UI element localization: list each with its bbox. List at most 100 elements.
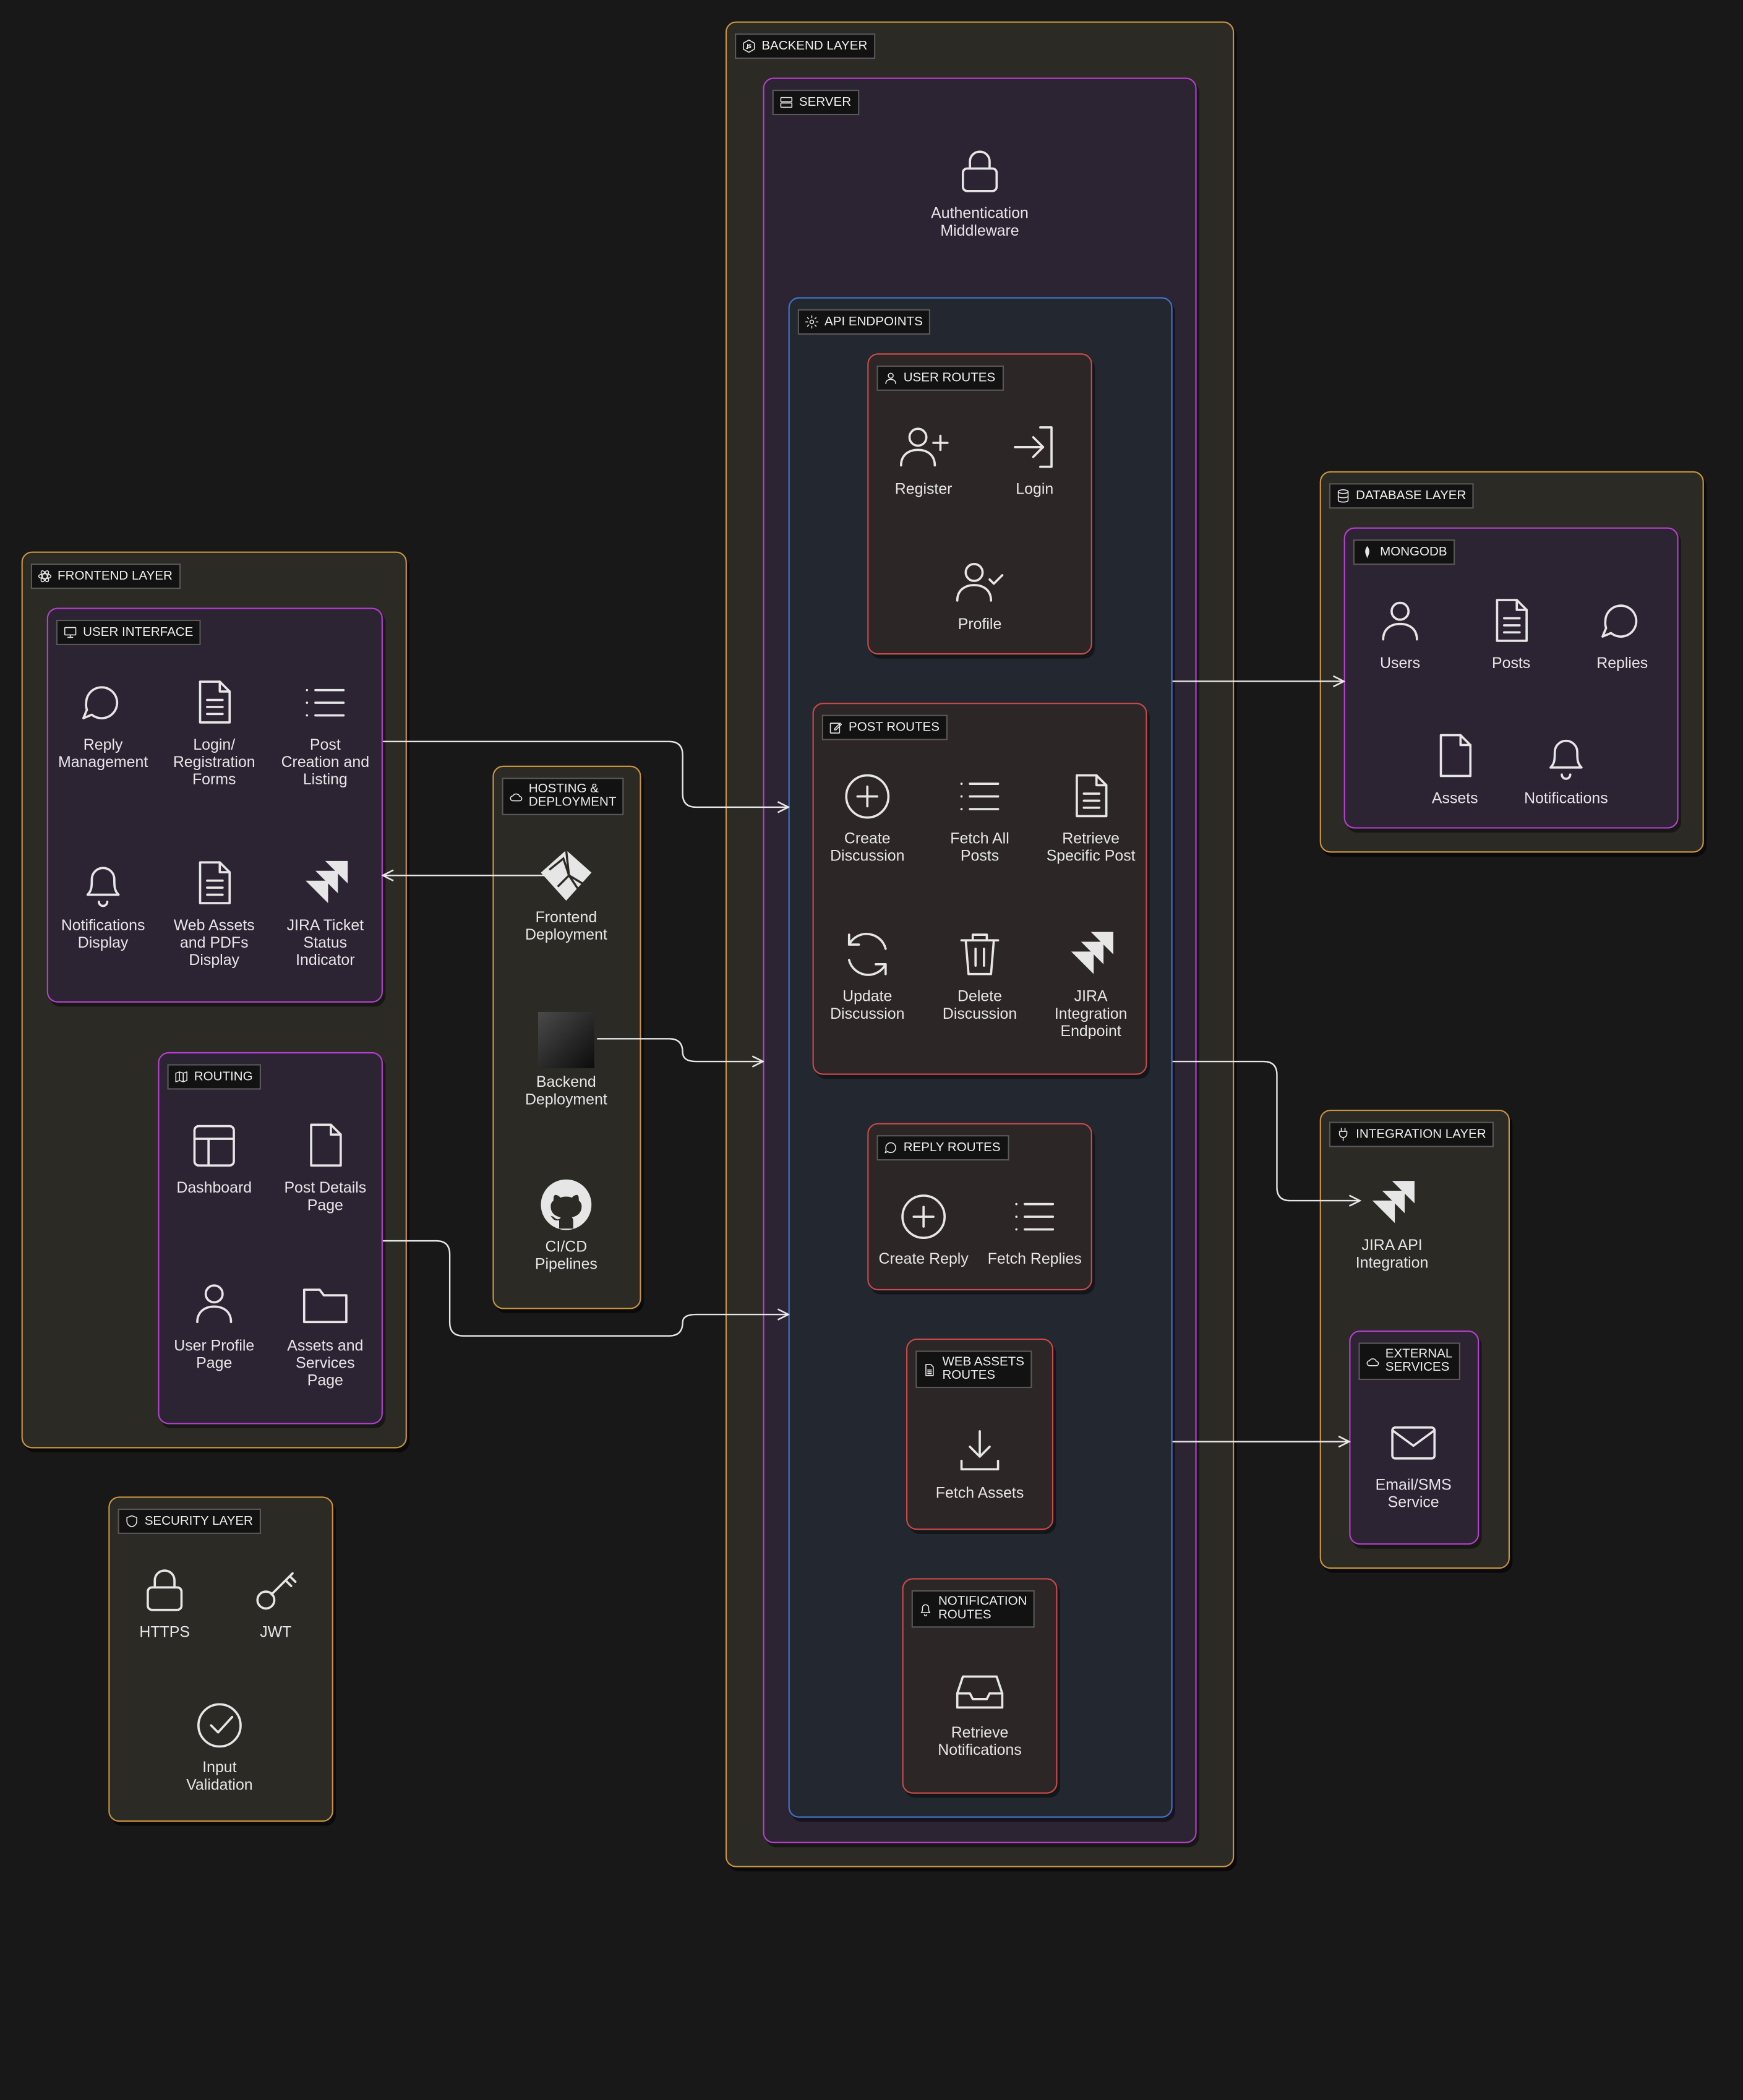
- user-icon: [1371, 591, 1429, 650]
- node-jira-ticket-status[interactable]: JIRA Ticket Status Indicator: [267, 854, 384, 971]
- node-posts-collection[interactable]: Posts: [1452, 591, 1570, 673]
- check-circle-icon: [190, 1696, 249, 1755]
- file-icon: [296, 1116, 354, 1175]
- web-assets-routes-group: WEB ASSETS ROUTES: [906, 1339, 1054, 1530]
- frontend-layer-title: FRONTEND LAYER: [30, 564, 181, 589]
- user-icon: [185, 1274, 244, 1333]
- node-delete-discussion[interactable]: Delete Discussion: [921, 925, 1039, 1024]
- plus-circle-icon: [838, 767, 897, 826]
- node-register[interactable]: Register: [865, 418, 982, 499]
- shield-icon: [124, 1514, 139, 1528]
- edge-routing-to-api: [382, 1240, 789, 1337]
- cloud-icon: [508, 789, 523, 804]
- user-plus-icon: [894, 418, 953, 476]
- gear-icon: [805, 315, 820, 330]
- node-post-creation-listing[interactable]: Post Creation and Listing: [267, 673, 384, 789]
- routing-title: ROUTING: [167, 1064, 261, 1090]
- node-post-details-page[interactable]: Post Details Page: [267, 1116, 384, 1215]
- message-icon: [1593, 591, 1651, 650]
- security-layer-title: SECURITY LAYER: [118, 1508, 261, 1534]
- node-notifications-display[interactable]: Notifications Display: [44, 854, 161, 953]
- mail-icon: [1384, 1413, 1443, 1472]
- server-icon: [779, 95, 794, 110]
- node-backend-deployment[interactable]: Backend Deployment: [507, 1011, 625, 1110]
- node-retrieve-specific-post[interactable]: Retrieve Specific Post: [1032, 767, 1149, 866]
- node-login-registration-forms[interactable]: Login/ Registration Forms: [155, 673, 273, 789]
- node-reply-management[interactable]: Reply Management: [44, 673, 161, 772]
- user-check-icon: [950, 553, 1009, 612]
- document-icon: [185, 854, 244, 913]
- mongodb-title: MONGODB: [1353, 539, 1455, 565]
- message-icon: [883, 1141, 898, 1155]
- login-icon: [1005, 418, 1064, 476]
- node-fetch-assets[interactable]: Fetch Assets: [921, 1421, 1039, 1503]
- node-frontend-deployment[interactable]: Frontend Deployment: [507, 846, 625, 945]
- node-profile[interactable]: Profile: [921, 553, 1039, 635]
- user-interface-group: USER INTERFACE: [46, 607, 383, 1003]
- document-icon: [922, 1362, 937, 1377]
- plug-icon: [1336, 1127, 1351, 1142]
- backend-layer-title: BACKEND LAYER: [735, 33, 876, 59]
- node-fetch-all-posts[interactable]: Fetch All Posts: [921, 767, 1039, 866]
- post-routes-title: POST ROUTES: [821, 714, 948, 740]
- node-assets-collection[interactable]: Assets: [1396, 727, 1514, 808]
- reply-routes-title: REPLY ROUTES: [876, 1135, 1009, 1161]
- database-layer-title: DATABASE LAYER: [1329, 483, 1475, 509]
- edit-icon: [829, 720, 844, 735]
- node-user-profile-page[interactable]: User Profile Page: [155, 1274, 273, 1373]
- hosting-title: HOSTING & DEPLOYMENT: [502, 778, 625, 815]
- lock-icon: [135, 1561, 194, 1619]
- routing-group: ROUTING: [158, 1052, 383, 1425]
- node-auth-middleware[interactable]: Authentication Middleware: [921, 142, 1039, 241]
- user-routes-title: USER ROUTES: [876, 365, 1004, 391]
- list-icon: [950, 767, 1009, 826]
- user-icon: [883, 371, 898, 385]
- map-icon: [174, 1069, 189, 1084]
- jira-icon: [1061, 925, 1120, 984]
- folder-icon: [296, 1274, 354, 1333]
- database-icon: [1336, 489, 1351, 504]
- node-assets-services-page[interactable]: Assets and Services Page: [267, 1274, 384, 1391]
- node-dashboard[interactable]: Dashboard: [155, 1116, 273, 1198]
- user-routes-group: USER ROUTES: [867, 353, 1092, 655]
- node-input-validation[interactable]: Input Validation: [161, 1696, 278, 1795]
- node-login[interactable]: Login: [976, 418, 1094, 499]
- github-icon: [537, 1175, 596, 1234]
- node-web-assets-display[interactable]: Web Assets and PDFs Display: [155, 854, 273, 971]
- node-https[interactable]: HTTPS: [106, 1561, 223, 1642]
- refresh-icon: [838, 925, 897, 984]
- file-icon: [1426, 727, 1484, 786]
- post-routes-group: POST ROUTES: [812, 703, 1147, 1075]
- mongodb-group: MONGODB: [1343, 527, 1679, 829]
- download-icon: [950, 1421, 1009, 1480]
- node-jwt[interactable]: JWT: [217, 1561, 335, 1642]
- node-replies-collection[interactable]: Replies: [1564, 591, 1681, 673]
- jira-icon: [296, 854, 354, 913]
- node-retrieve-notifications[interactable]: Retrieve Notifications: [921, 1661, 1039, 1760]
- netlify-icon: [537, 846, 596, 905]
- list-icon: [296, 673, 354, 732]
- nodejs-icon: [742, 39, 756, 54]
- integration-layer-title: INTEGRATION LAYER: [1329, 1121, 1494, 1147]
- node-update-discussion[interactable]: Update Discussion: [808, 925, 926, 1024]
- inbox-icon: [950, 1661, 1009, 1720]
- external-services-group: EXTERNAL SERVICES: [1349, 1331, 1480, 1545]
- node-fetch-replies[interactable]: Fetch Replies: [976, 1187, 1094, 1269]
- bell-icon: [919, 1601, 933, 1616]
- react-icon: [38, 569, 53, 584]
- node-users-collection[interactable]: Users: [1341, 591, 1458, 673]
- document-icon: [1482, 591, 1541, 650]
- monitor-icon: [63, 625, 78, 640]
- node-email-sms-service[interactable]: Email/SMS Service: [1355, 1413, 1472, 1512]
- list-icon: [1005, 1187, 1064, 1246]
- message-icon: [74, 673, 132, 732]
- node-create-discussion[interactable]: Create Discussion: [808, 767, 926, 866]
- node-cicd-pipelines[interactable]: CI/CD Pipelines: [507, 1175, 625, 1274]
- node-jira-api-integration[interactable]: JIRA API Integration: [1333, 1174, 1450, 1273]
- node-create-reply[interactable]: Create Reply: [865, 1187, 982, 1269]
- node-notifications-collection[interactable]: Notifications: [1507, 727, 1625, 808]
- node-jira-integration-endpoint[interactable]: JIRA Integration Endpoint: [1032, 925, 1149, 1041]
- leaf-icon: [1360, 545, 1375, 560]
